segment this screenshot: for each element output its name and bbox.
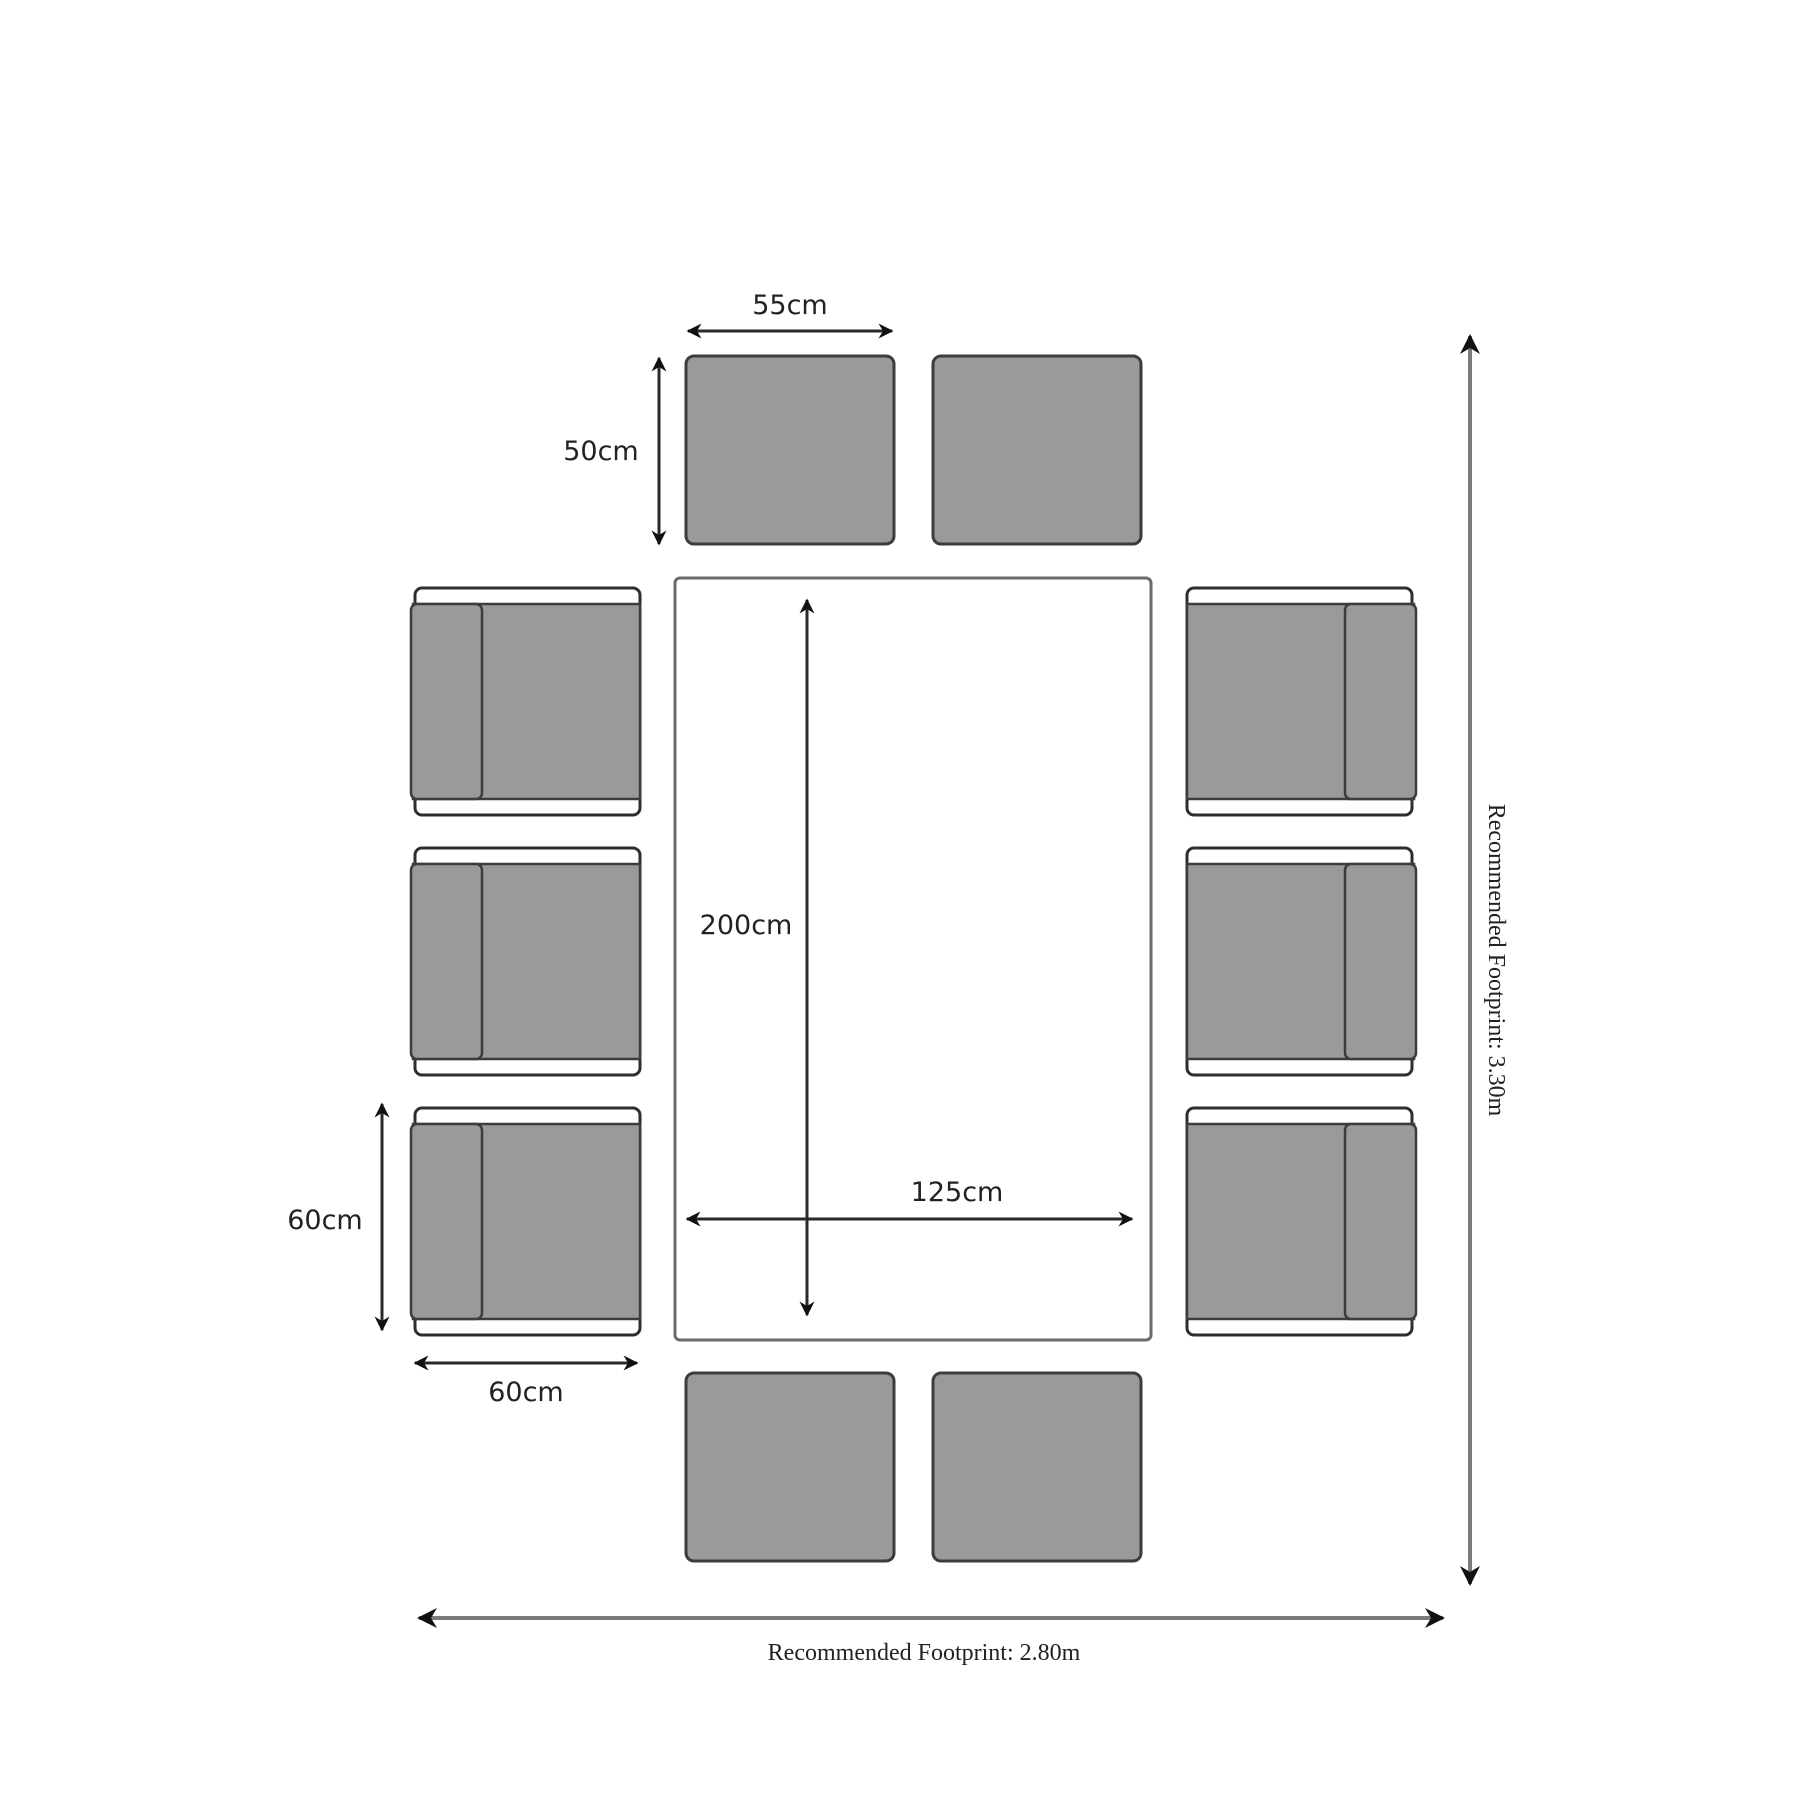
footprint-width-label: Recommended Footprint: 2.80m bbox=[768, 1640, 1081, 1666]
dining-table bbox=[673, 576, 1153, 1342]
chair-width-label: 60cm bbox=[488, 1377, 564, 1408]
chair-depth-label: 60cm bbox=[287, 1205, 363, 1236]
chair-width-dimension: 60cm bbox=[413, 1355, 639, 1408]
stool-width-dimension: 55cm bbox=[686, 290, 894, 339]
table-length-label: 200cm bbox=[700, 910, 793, 941]
footprint-depth-dimension: Recommended Footprint: 3.30m bbox=[1460, 334, 1509, 1586]
chair-right-3 bbox=[1185, 1106, 1418, 1337]
chair-right-2 bbox=[1185, 846, 1418, 1077]
stool-depth-label: 50cm bbox=[563, 436, 639, 467]
footprint-width-dimension: Recommended Footprint: 2.80m bbox=[417, 1608, 1445, 1666]
stool-top-left bbox=[684, 354, 896, 546]
footprint-depth-label: Recommended Footprint: 3.30m bbox=[1483, 804, 1509, 1117]
stool-bottom-right bbox=[931, 1371, 1143, 1563]
chair-left-3 bbox=[409, 1106, 642, 1337]
table-width-label: 125cm bbox=[911, 1177, 1004, 1208]
chair-depth-dimension: 60cm bbox=[287, 1102, 390, 1332]
stool-depth-dimension: 50cm bbox=[563, 356, 667, 546]
stool-bottom-left bbox=[684, 1371, 896, 1563]
stool-width-label: 55cm bbox=[752, 290, 828, 321]
chair-right-1 bbox=[1185, 586, 1418, 817]
table-width-dimension: 125cm bbox=[685, 1177, 1134, 1227]
stool-top-right bbox=[931, 354, 1143, 546]
chair-left-1 bbox=[409, 586, 642, 817]
chair-left-2 bbox=[409, 846, 642, 1077]
table-length-dimension: 200cm bbox=[700, 598, 815, 1317]
